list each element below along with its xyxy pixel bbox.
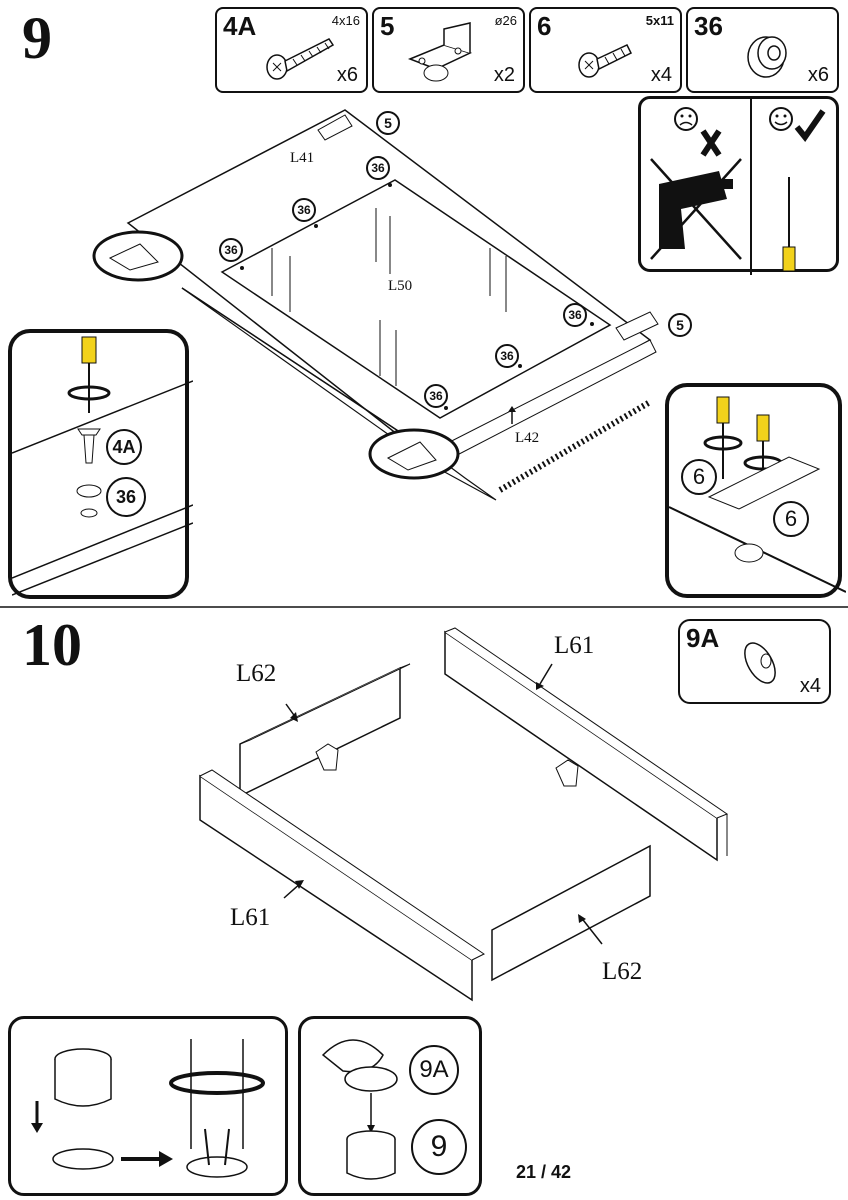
washer-callout: 36 (424, 384, 448, 408)
part-box-4a: 4A 4x16 x6 (215, 7, 368, 93)
press-cap-drawing (321, 1039, 398, 1180)
part-box-6: 6 5x11 x4 (529, 7, 682, 93)
part-spec: ø26 (494, 13, 517, 28)
frame-panels-drawing (199, 627, 729, 1002)
part-id: 9A (686, 623, 720, 653)
hinge-icon (407, 22, 473, 82)
panel-label: L61 (230, 904, 271, 931)
inset-cam-cap: 9A 9 (298, 1016, 482, 1196)
part-spec: 5x11 (645, 13, 674, 28)
panel-label: L42 (515, 430, 540, 446)
screw-icon (266, 38, 335, 80)
page-number: 21 / 42 (516, 1162, 572, 1182)
step-number: 9 (22, 5, 52, 71)
panel-label: L61 (554, 632, 595, 659)
cam-lock-drawing (31, 1039, 265, 1178)
panel-label: L41 (290, 150, 315, 166)
hinge-callout: 5 (668, 313, 692, 337)
part-qty: x2 (493, 64, 515, 86)
hinge-callout: 5 (376, 111, 400, 135)
drill-forbidden-icon (650, 99, 752, 275)
part-qty: x6 (336, 64, 358, 86)
washer-callout: 36 (106, 477, 146, 517)
tool-box (638, 96, 839, 275)
washer-callout: 36 (563, 303, 587, 327)
screwdriver-ok-icon (769, 107, 826, 272)
screw-callout: 6 (773, 501, 809, 537)
cam-cap-icon (744, 642, 776, 684)
washer-callout: 36 (366, 156, 390, 180)
inset-cam-lock (8, 1016, 288, 1196)
part-id: 36 (694, 11, 723, 41)
part-qty: x4 (799, 675, 821, 697)
part-box-9a: 9A x4 (678, 619, 831, 704)
washer-icon (747, 36, 787, 78)
panel-label: L62 (236, 660, 277, 687)
part-id: 5 (380, 11, 395, 41)
part-spec: 4x16 (331, 13, 360, 28)
short-screw-icon (578, 44, 633, 78)
inset-screw-washer: 4A 36 (8, 329, 193, 599)
hinge-fixing-drawing (669, 396, 846, 593)
washer-callout: 36 (292, 198, 316, 222)
part-box-5: 5 ø26 x2 (372, 7, 525, 93)
panel-label: L62 (602, 958, 643, 985)
step-number: 10 (22, 612, 82, 678)
part-qty: x4 (650, 64, 672, 86)
cam-callout: 9 (411, 1119, 467, 1175)
inset-hinge-screws: 6 6 (665, 383, 846, 598)
part-box-36: 36 x6 (686, 7, 839, 93)
screw-callout: 6 (681, 459, 717, 495)
cap-callout: 9A (409, 1045, 459, 1095)
part-id: 4A (223, 11, 257, 41)
panel-label: L50 (388, 278, 413, 294)
screwdriver-icon (12, 336, 193, 596)
screw-callout: 4A (106, 429, 142, 465)
part-qty: x6 (807, 64, 829, 86)
washer-callout: 36 (495, 344, 519, 368)
part-id: 6 (537, 11, 552, 41)
washer-callout: 36 (219, 238, 243, 262)
